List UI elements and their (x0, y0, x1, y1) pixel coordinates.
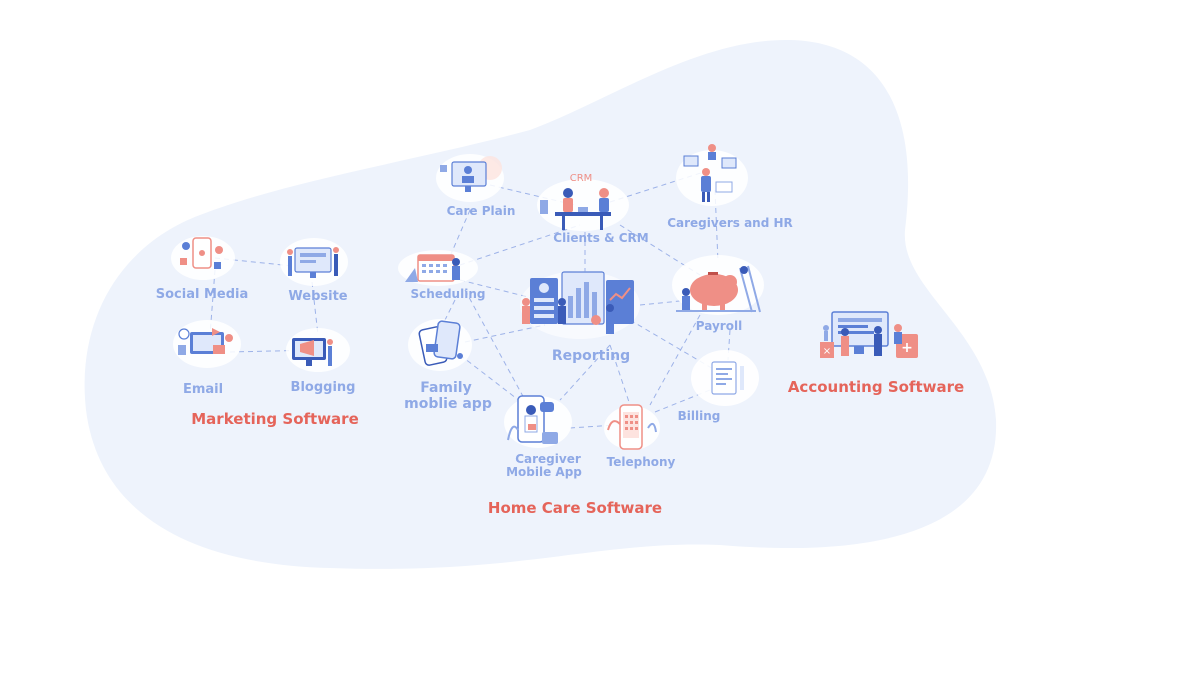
caregivers-hr-label: Caregivers and HR (667, 216, 793, 230)
payroll-node: Payroll (672, 255, 764, 333)
scheduling-label: Scheduling (411, 287, 486, 301)
family-app-illustration (408, 319, 472, 371)
social-media-label: Social Media (156, 287, 249, 302)
accounting-software-title: Accounting Software (788, 378, 964, 396)
family-app-node: Family moblie app (404, 319, 492, 412)
payroll-label: Payroll (696, 319, 742, 333)
plus-icon: + (901, 340, 913, 356)
reporting-label: Reporting (552, 348, 630, 364)
caregiver-app-label-line1: Caregiver (515, 452, 581, 466)
reporting-node: Reporting (520, 271, 640, 364)
social-media-node: Social Media (156, 236, 249, 302)
caregiver-app-illustration (504, 395, 572, 448)
billing-label: Billing (678, 409, 721, 423)
telephony-node: Telephony (604, 404, 676, 469)
blogging-label: Blogging (291, 380, 356, 395)
website-illustration (280, 238, 348, 286)
telephony-label: Telephony (607, 455, 676, 469)
reporting-illustration (520, 271, 640, 339)
payroll-illustration (672, 255, 764, 315)
email-label: Email (183, 382, 223, 397)
caregiver-app-node: Caregiver Mobile App (504, 395, 582, 479)
billing-node: Billing (678, 350, 759, 423)
scheduling-node: Scheduling (398, 250, 485, 301)
blogging-illustration (286, 328, 350, 372)
social-media-illustration (171, 236, 235, 280)
telephony-illustration (604, 404, 660, 450)
email-node: Email (173, 320, 241, 397)
multiply-icon: × (823, 346, 831, 357)
website-label: Website (288, 289, 347, 304)
caregivers-hr-node: Caregivers and HR (667, 144, 793, 230)
caregiver-app-label-line2: Mobile App (506, 465, 582, 479)
care-plain-label: Care Plain (447, 204, 516, 218)
marketing-software-title: Marketing Software (191, 410, 359, 428)
accounting-illustration: × + (820, 311, 918, 358)
clients-crm-label: Clients & CRM (553, 231, 648, 245)
blogging-node: Blogging (286, 328, 355, 395)
website-node: Website (280, 238, 348, 304)
email-illustration (173, 320, 241, 368)
caregivers-hr-illustration (676, 144, 748, 206)
care-plain-node: Care Plain (436, 154, 515, 218)
accounting-node: × + (820, 311, 918, 358)
clients-crm-illustration: CRM (537, 173, 629, 231)
crm-tag: CRM (570, 173, 593, 184)
family-app-label-line2: moblie app (404, 396, 492, 412)
scheduling-illustration (398, 250, 478, 286)
home-care-software-title: Home Care Software (488, 499, 662, 517)
billing-illustration (691, 350, 759, 406)
family-app-label-line1: Family (420, 380, 472, 396)
care-plain-illustration (436, 154, 504, 202)
clients-crm-node: CRM Clients & CRM (537, 173, 649, 245)
